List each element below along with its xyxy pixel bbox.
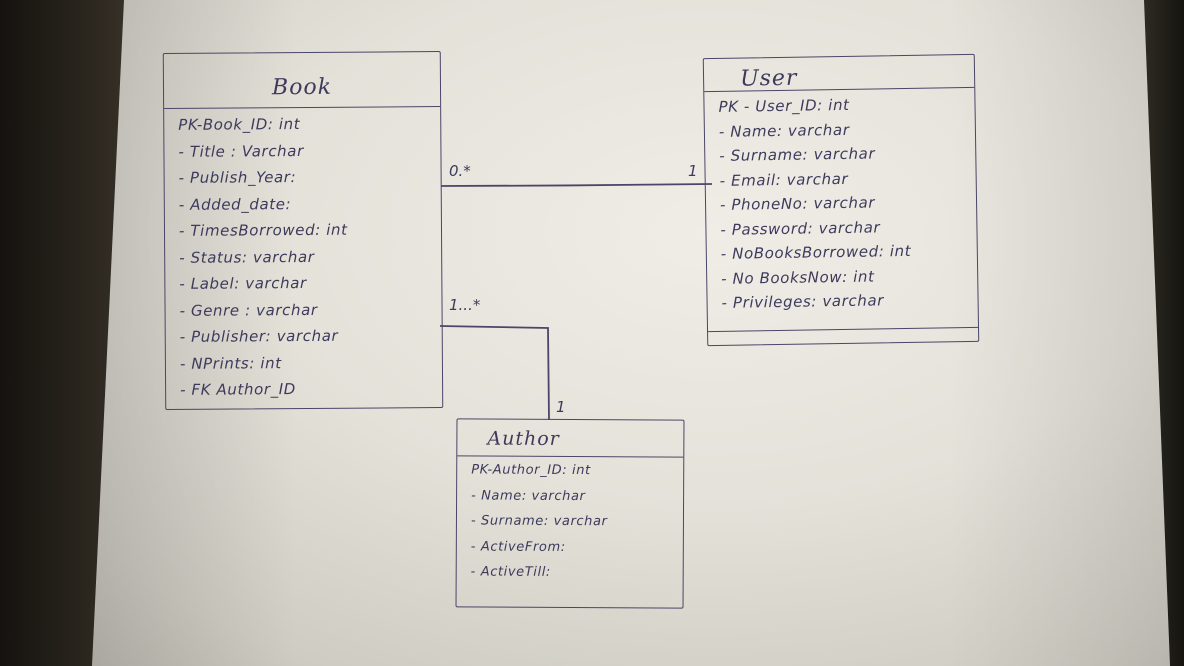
- user-attribute: - NoBooksBorrowed: int: [720, 241, 912, 263]
- user-attribute: - Privileges: varchar: [721, 291, 885, 312]
- book-attribute: - Added_date:: [178, 194, 292, 214]
- user-attribute: PK - User_ID: int: [718, 95, 850, 116]
- book-attribute: - FK Author_ID: [180, 380, 296, 399]
- book-attribute: - Title : Varchar: [178, 141, 304, 161]
- user-attribute: - No BooksNow: int: [721, 266, 875, 288]
- user-attribute: - Email: varchar: [719, 169, 849, 190]
- book-attribute: PK-Book_ID: int: [178, 115, 301, 134]
- author-attribute-list: PK-Author_ID: int - Name: varchar - Surnam…: [471, 457, 608, 585]
- author-attribute: - ActiveFrom:: [470, 538, 566, 555]
- book-attribute: - Status: varchar: [179, 247, 315, 267]
- user-attribute: - Name: varchar: [718, 120, 850, 141]
- book-attribute: - TimesBorrowed: int: [178, 220, 348, 240]
- author-entity-box: Author PK-Author_ID: int - Name: varchar -…: [455, 418, 685, 609]
- book-title-divider: [164, 106, 441, 109]
- book-entity-title: Book: [271, 74, 333, 101]
- user-attribute: - PhoneNo: varchar: [719, 193, 876, 214]
- book-attribute: - Publish_Year:: [178, 168, 297, 187]
- author-attribute: PK-Author_ID: int: [471, 462, 591, 479]
- author-attribute: - ActiveTill:: [470, 564, 551, 580]
- user-entity-box: User PK - User_ID: int- Name: varchar- S…: [702, 53, 980, 347]
- book-attribute: - Label: varchar: [179, 273, 307, 293]
- book-entity-box: Book PK-Book_ID: int - Title : Varchar - P…: [162, 51, 444, 410]
- book-author-multiplicity-book: 1...*: [449, 296, 481, 314]
- author-entity-title: Author: [487, 427, 560, 450]
- book-attribute: - Publisher: varchar: [179, 326, 339, 346]
- author-attribute: - Name: varchar: [471, 487, 586, 504]
- book-author-multiplicity-author: 1: [556, 398, 566, 416]
- author-attribute: - Surname: varchar: [470, 513, 608, 530]
- book-attribute: - NPrints: int: [179, 353, 282, 373]
- book-attribute: - Genre : varchar: [179, 300, 318, 320]
- user-bottom-divider: [708, 326, 979, 333]
- book-user-multiplicity-book: 0.*: [449, 162, 471, 180]
- user-attribute-list: PK - User_ID: int - Name: varchar - Surnam…: [718, 92, 912, 315]
- book-attribute-list: PK-Book_ID: int - Title : Varchar - Publis…: [178, 111, 349, 404]
- book-user-multiplicity-user: 1: [688, 162, 698, 180]
- user-attribute: - Password: varchar: [720, 217, 881, 239]
- user-attribute: - Surname: varchar: [719, 144, 876, 165]
